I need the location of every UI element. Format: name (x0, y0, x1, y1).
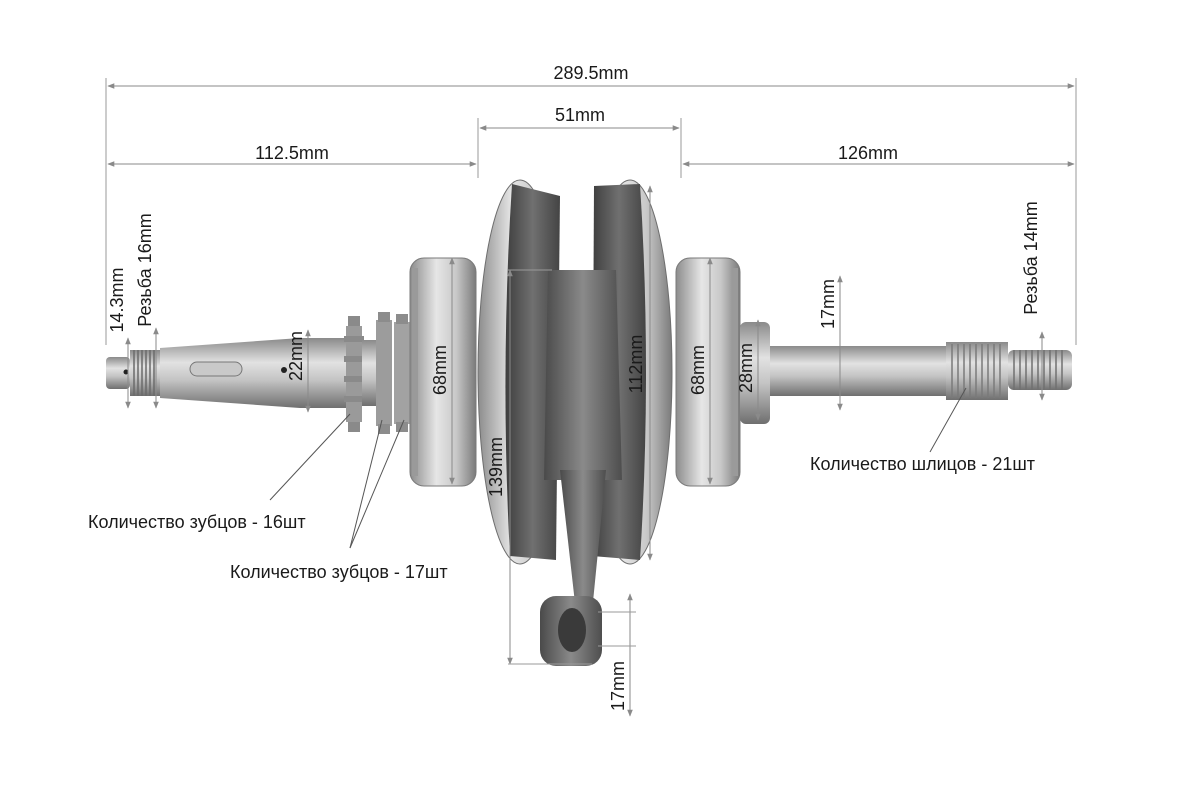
left-shaft-tip (106, 357, 130, 389)
conrod-big-end (544, 270, 622, 480)
label-right-shaft-diameter: 17mm (818, 279, 838, 329)
label-conrod-small-end: 17mm (608, 661, 628, 711)
label-total-length: 289.5mm (553, 63, 628, 83)
connecting-rod (560, 470, 606, 612)
right-shaft (770, 346, 950, 396)
right-splines (946, 342, 1008, 400)
label-left-bearing-diameter: 68mm (430, 345, 450, 395)
label-left-shaft-diameter: 22mm (286, 331, 306, 381)
left-shaft-mark (281, 367, 287, 373)
right-thread (1008, 350, 1072, 390)
label-right-bearing-diameter: 68mm (688, 345, 708, 395)
leader-lines (269, 387, 967, 549)
label-flywheel-width: 51mm (555, 105, 605, 125)
sprocket-17 (376, 312, 410, 434)
label-left-shaft-length: 112.5mm (255, 143, 329, 163)
note-sprocket-16: Количество зубцов - 16шт (88, 512, 306, 532)
label-right-shaft-length: 126mm (838, 143, 898, 163)
label-left-tip-diameter: 14.3mm (107, 267, 127, 332)
label-web-diameter: 112mm (626, 335, 646, 394)
right-bearing (675, 257, 741, 487)
note-sprocket-17: Количество зубцов - 17шт (230, 562, 448, 582)
note-splines: Количество шлицов - 21шт (810, 454, 1035, 474)
crankshaft (106, 179, 1072, 666)
labels: 289.5mm 51mm 112.5mm 126mm 14.3mm Резьба… (88, 63, 1041, 711)
sprocket-16 (344, 316, 364, 432)
label-right-thread: Резьба 14mm (1021, 201, 1041, 314)
label-right-journal-diameter: 28mm (736, 343, 756, 393)
label-left-thread: Резьба 16mm (135, 213, 155, 326)
left-bearing (409, 257, 477, 487)
label-flywheel-diameter: 139mm (486, 437, 506, 497)
right-journal (740, 322, 770, 424)
dimension-lines (105, 78, 1077, 717)
keyway (189, 361, 243, 377)
